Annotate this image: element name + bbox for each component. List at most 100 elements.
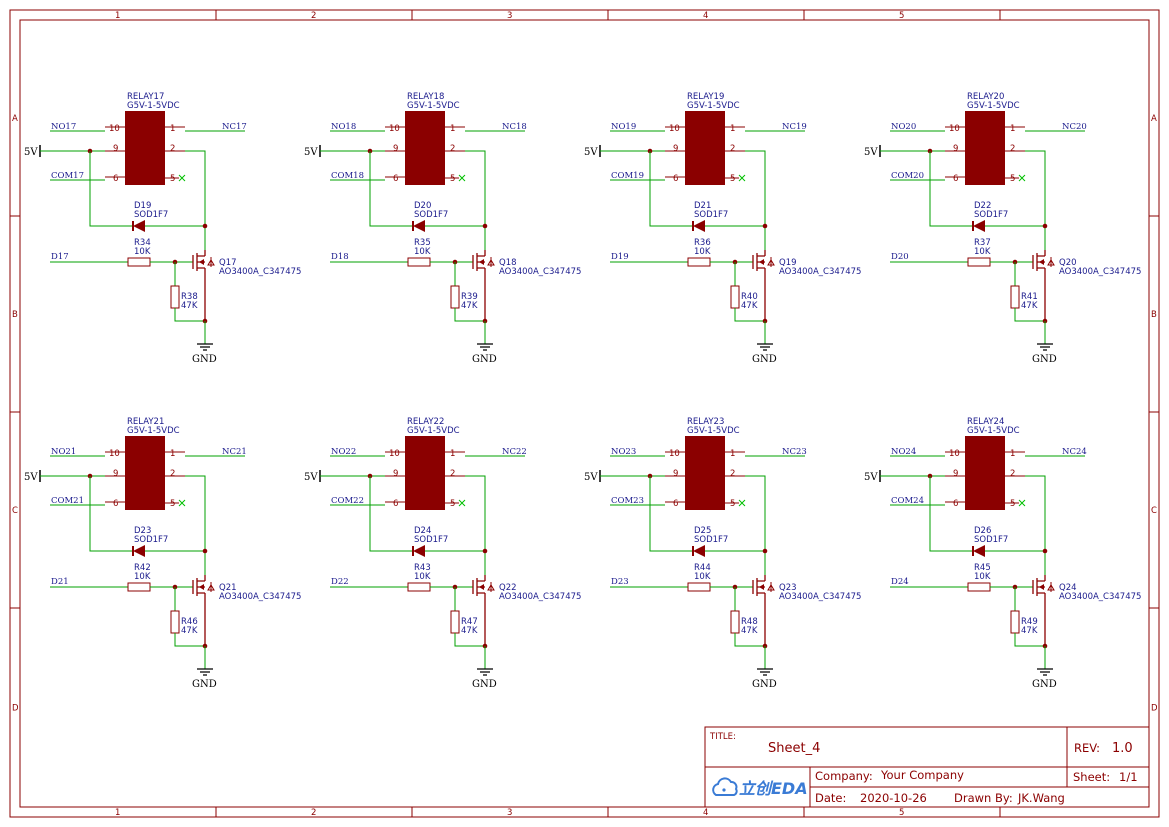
mosfet-designator: Q17 [219,258,237,268]
diode-designator: D26 [974,526,991,536]
relay-body [405,111,445,185]
net-label-no: NO21 [51,447,76,457]
diode-designator: D22 [974,201,991,211]
date-value: 2020-10-26 [860,791,927,805]
wire-coil [185,475,206,575]
pin-number: 10 [389,124,400,134]
pin-number: 6 [113,174,118,184]
wire-diode-cathode [369,151,413,227]
pulldown-resistor-value: 47K [461,301,478,311]
wire-coil [745,475,766,575]
diode-model: SOD1F7 [974,535,1008,545]
gate-resistor-designator: R45 [974,563,991,573]
wire-pulldown-gnd [734,633,765,647]
relay-body [685,111,725,185]
net-label-com: COM17 [51,171,84,181]
pin-number: 2 [1010,144,1015,154]
pin-number: 5 [450,174,455,184]
net-label-drive: D17 [51,252,69,262]
gate-resistor-designator: R35 [414,238,431,248]
wire-coil [1025,475,1046,575]
pin-number: 1 [170,124,175,134]
pin-number: 10 [389,449,400,459]
pulldown-resistor-body [1010,285,1020,309]
ground-icon [477,343,493,351]
pin-number: 1 [730,124,735,134]
pulldown-resistor-designator: R41 [1021,292,1038,302]
gate-resistor-designator: R36 [694,238,711,248]
gate-resistor-designator: R43 [414,563,431,573]
row-label: C [12,506,18,516]
junction-dot [1042,548,1048,554]
power-label: 5V [584,472,598,483]
relay-model: G5V-1-5VDC [407,101,460,111]
diode-icon [133,545,145,557]
relay-model: G5V-1-5VDC [967,426,1020,436]
column-label: 2 [311,11,316,21]
net-label-nc: NC21 [222,447,247,457]
body-diode-icon [207,257,215,267]
net-label-com: COM19 [611,171,644,181]
gate-resistor-body [127,257,151,267]
pin-number: 5 [1010,174,1015,184]
pin-number: 1 [1010,449,1015,459]
no-connect-icon [458,499,466,507]
net-label-com: COM24 [891,496,924,506]
pulldown-resistor-designator: R49 [1021,617,1038,627]
mosfet-model: AO3400A_C347475 [779,592,861,602]
pin-number: 6 [113,499,118,509]
relay-model: G5V-1-5VDC [407,426,460,436]
diode-model: SOD1F7 [694,210,728,220]
wire-pulldown-gnd [734,308,765,322]
pulldown-resistor-value: 47K [461,626,478,636]
junction-dot [202,223,208,229]
pin-number: 2 [170,469,175,479]
junction-dot [482,548,488,554]
net-label-com: COM20 [891,171,924,181]
mosfet-model: AO3400A_C347475 [779,267,861,277]
diode-designator: D23 [134,526,151,536]
column-label: 3 [507,11,512,21]
wire-pulldown-gnd [174,633,205,647]
title-block: TITLE: Sheet_4 REV: 1.0 Company: Your Co… [704,726,1150,808]
no-connect-icon [178,174,186,182]
junction-dot [762,548,768,554]
mosfet-designator: Q23 [779,583,797,593]
wire-pulldown-gnd [1014,633,1045,647]
diode-model: SOD1F7 [694,535,728,545]
mosfet-model: AO3400A_C347475 [1059,592,1141,602]
pin-number: 1 [170,449,175,459]
net-label-drive: D18 [331,252,349,262]
diode-designator: D24 [414,526,431,536]
company-label: Company: [815,769,873,783]
gate-resistor-value: 10K [974,247,991,257]
no-connect-icon [458,174,466,182]
ground-label: GND [752,679,777,690]
mosfet-designator: Q19 [779,258,797,268]
gate-resistor-body [967,582,991,592]
body-diode-icon [207,582,215,592]
diode-icon [413,220,425,232]
net-label-drive: D21 [51,577,69,587]
drawn-label: Drawn By: [954,791,1013,805]
mosfet-model: AO3400A_C347475 [1059,267,1141,277]
pin-number: 1 [1010,124,1015,134]
net-label-drive: D24 [891,577,909,587]
diode-designator: D19 [134,201,151,211]
mosfet-arrow [1039,584,1044,590]
pulldown-resistor-body [170,285,180,309]
row-label: C [1151,506,1157,516]
wire-coil [465,150,486,250]
gate-resistor-value: 10K [414,572,431,582]
pin-number: 9 [113,469,118,479]
net-label-com: COM21 [51,496,84,506]
power-label: 5V [584,147,598,158]
wire-pulldown-gnd [174,308,205,322]
diode-model: SOD1F7 [134,535,168,545]
pin-number: 5 [170,499,175,509]
